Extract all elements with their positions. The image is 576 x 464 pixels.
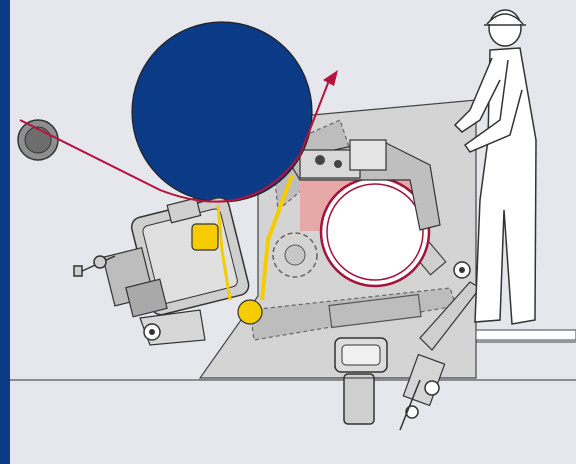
yellow-pivot: [237, 299, 263, 325]
pedestal: [334, 337, 388, 425]
winding-reel: [300, 176, 431, 288]
yellow-strip: [216, 204, 232, 301]
yellow-path: [260, 174, 294, 301]
crank-handle: [73, 255, 116, 277]
web-arrow-head: [323, 70, 338, 86]
supply-roll: [17, 119, 59, 161]
operator-platform: [475, 329, 576, 341]
paper-web-path: [19, 77, 331, 203]
lever-arm: [249, 232, 457, 341]
left-stripe: [0, 0, 10, 464]
large-paper-roll: [131, 21, 313, 203]
reel-drive-unit: [287, 139, 441, 231]
yellow-housing: [191, 223, 219, 251]
operator-figure: [453, 9, 537, 325]
pivot-bracket: [139, 309, 206, 346]
